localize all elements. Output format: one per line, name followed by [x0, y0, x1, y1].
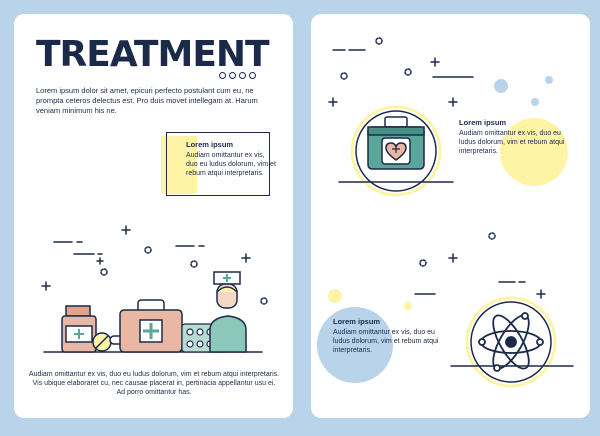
medical-illustration — [41, 225, 268, 353]
footer-paragraph: Audiam omittantur ex vis, duo eu ludus d… — [28, 371, 280, 396]
callout-heading: Lorem ipsum — [186, 140, 234, 149]
left-page: TREATMENT Lorem ipsum dolor sit amet, ep… — [14, 14, 293, 418]
callout-frame — [166, 132, 270, 196]
block-1-body: Audiam omittantur ex vis, duo eu ludus d… — [459, 130, 565, 155]
intro-paragraph: Lorem ipsum dolor sit amet, epicuri perf… — [36, 86, 258, 115]
first-aid-kit-icon — [367, 116, 425, 170]
atom-icon — [478, 312, 544, 372]
page-title: TREATMENT — [36, 34, 270, 75]
callout: Lorem ipsum Audiam omittantur ex vis, du… — [186, 140, 276, 178]
first-aid-kit-icon — [119, 299, 183, 353]
block-2-body: Audiam omittantur ex vis, duo eu ludus d… — [333, 329, 439, 354]
right-page: Lorem ipsum Audiam omittantur ex vis, du… — [311, 14, 590, 418]
nurse-icon — [209, 271, 247, 353]
text-block-1: Lorem ipsum Audiam omittantur ex vis, du… — [459, 118, 567, 156]
right-illustrations — [317, 37, 574, 388]
callout-body: Audiam omittantur ex vis, duo eu ludus d… — [186, 152, 276, 177]
medicine-bottle-icon — [61, 305, 97, 353]
block-1-heading: Lorem ipsum — [459, 118, 507, 127]
pagination-dots — [219, 72, 256, 79]
text-block-2: Lorem ipsum Audiam omittantur ex vis, du… — [333, 317, 441, 355]
block-2-heading: Lorem ipsum — [333, 317, 381, 326]
callout-highlight — [161, 136, 197, 194]
